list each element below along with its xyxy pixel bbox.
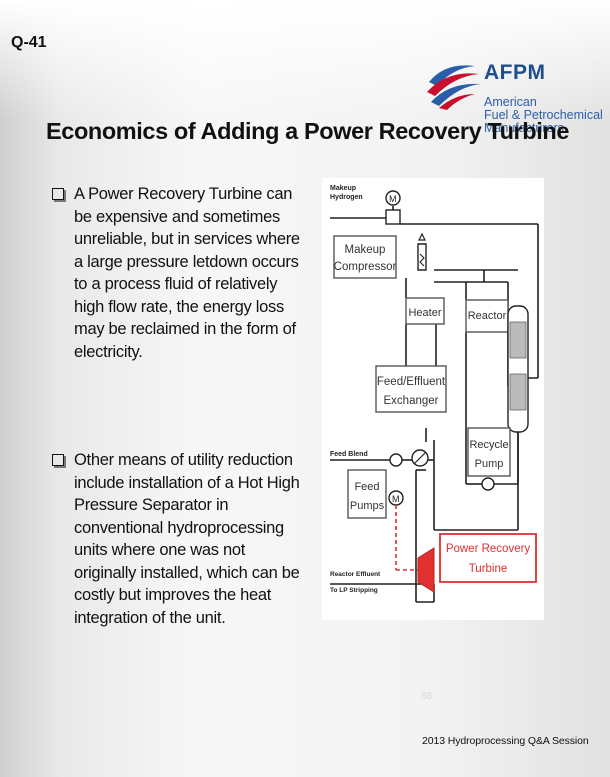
pump-icon xyxy=(481,477,495,491)
exchanger-label: Exchanger xyxy=(384,395,439,407)
motor-label: M xyxy=(392,494,400,504)
reactor-effluent-label: Reactor Effluent xyxy=(330,571,381,578)
footer-text: 2013 Hydroprocessing Q&A Session xyxy=(422,735,589,747)
makeup-hydrogen-label: Makeup xyxy=(330,185,356,192)
bullet-text: Other means of utility reduction include… xyxy=(74,451,300,627)
bullet-text: A Power Recovery Turbine can be expensiv… xyxy=(74,185,300,361)
feed-blend-label: Feed Blend xyxy=(330,451,368,458)
motor-icon xyxy=(385,190,401,206)
heater-box xyxy=(405,297,445,325)
feed-pumps-label: Feed xyxy=(354,481,379,493)
power-recovery-turbine-box xyxy=(439,533,537,583)
exchanger-label: Feed/Effluent xyxy=(377,376,446,388)
makeup-compressor-label: Makeup xyxy=(345,244,386,256)
logo-line: Fuel & Petrochemical xyxy=(484,108,603,122)
flow-diagram-svg: Makeup Hydrogen M Makeup Compressor Heat… xyxy=(330,185,539,603)
checkbox-bullet-icon xyxy=(52,188,64,200)
slide-top-shade xyxy=(0,0,610,120)
makeup-compressor-label: Compressor xyxy=(334,261,397,273)
makeup-compressor-box xyxy=(333,235,397,279)
question-number: Q-41 xyxy=(11,34,47,51)
recycle-pump-label: Pump xyxy=(475,458,504,470)
feed-pumps-box xyxy=(347,469,387,519)
afpm-swoosh-icon xyxy=(427,65,481,110)
recycle-pump-box xyxy=(467,427,511,477)
bullet-item: Other means of utility reduction include… xyxy=(52,449,302,629)
logo-name: AFPM xyxy=(484,61,546,84)
feed-effluent-exchanger-box xyxy=(375,365,447,413)
heater-label: Heater xyxy=(408,307,441,319)
bullet-item: A Power Recovery Turbine can be expensiv… xyxy=(52,183,302,363)
makeup-hydrogen-label: Hydrogen xyxy=(330,194,363,201)
valve-icon xyxy=(385,209,401,225)
logo-line: Manufacturers xyxy=(484,121,564,135)
turbine-icon xyxy=(417,547,435,593)
checkbox-bullet-icon xyxy=(52,454,64,466)
turbine-label: Power Recovery xyxy=(446,543,531,555)
afpm-logo: AFPM American Fuel & Petrochemical Manuf… xyxy=(425,60,605,160)
reactor-box xyxy=(465,299,509,333)
pump-icon xyxy=(389,453,403,467)
slide-title: Economics of Adding a Power Recovery Tur… xyxy=(46,118,570,144)
process-flow-diagram: Makeup Hydrogen M Makeup Compressor Heat… xyxy=(322,178,544,620)
logo-full-name: American Fuel & Petrochemical Manufactur… xyxy=(484,96,609,135)
recycle-pump-label: Recycle xyxy=(469,439,508,451)
motor-label: M xyxy=(389,194,397,204)
turbine-label: Turbine xyxy=(469,563,508,575)
reactor-label: Reactor xyxy=(468,310,507,322)
reactor-effluent-label: To LP Stripping xyxy=(330,587,378,594)
logo-line: American xyxy=(484,95,537,109)
feed-pumps-label: Pumps xyxy=(350,500,385,512)
slide-number: 88 xyxy=(421,691,433,702)
